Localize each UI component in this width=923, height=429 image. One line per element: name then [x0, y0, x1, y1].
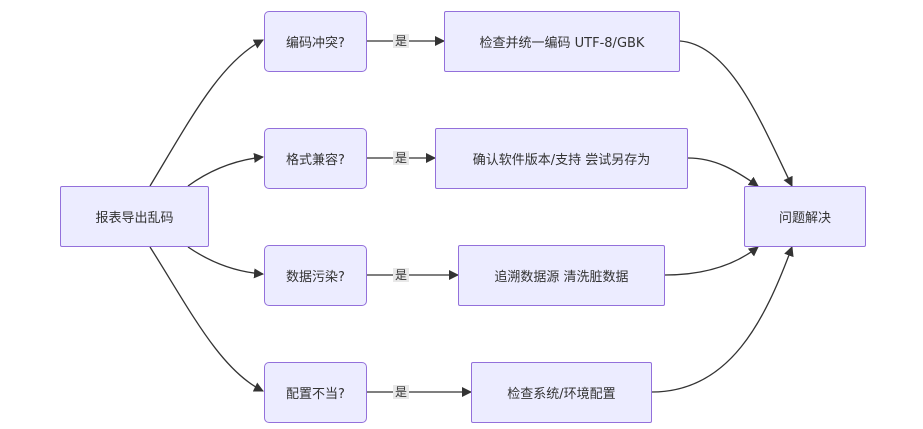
end-node: 问题解决	[744, 186, 866, 247]
action-node-label: 检查系统/环境配置	[507, 387, 616, 402]
cause-node-encoding: 编码冲突?	[264, 11, 367, 72]
edge-start-to-cause-2	[187, 152, 264, 187]
edge-action-1-to-end	[679, 40, 793, 187]
cause-node-format: 格式兼容?	[264, 128, 367, 189]
start-node: 报表导出乱码	[60, 186, 209, 247]
action-node-encoding: 检查并统一编码 UTF-8/GBK	[444, 11, 680, 72]
cause-node-label: 配置不当?	[286, 387, 345, 402]
start-node-label: 报表导出乱码	[95, 211, 174, 226]
cause-node-config: 配置不当?	[264, 362, 367, 423]
edge-label-yes-1: 是	[393, 34, 410, 48]
cause-node-label: 格式兼容?	[286, 153, 345, 168]
edge-start-to-cause-1	[149, 39, 264, 187]
edge-start-to-cause-3	[187, 246, 264, 279]
end-node-label: 问题解决	[778, 211, 831, 226]
edge-label-yes-4: 是	[393, 385, 410, 399]
cause-node-data: 数据污染?	[264, 245, 367, 306]
action-node-format: 确认软件版本/支持 尝试另存为	[435, 128, 688, 189]
edge-action-3-to-end	[664, 246, 759, 276]
edge-action-2-to-end	[687, 157, 759, 187]
edge-label-yes-2: 是	[393, 151, 410, 165]
edge-action-4-to-end	[651, 246, 794, 393]
cause-node-label: 数据污染?	[286, 270, 345, 285]
cause-node-label: 编码冲突?	[286, 36, 345, 51]
action-node-label: 追溯数据源 清洗脏数据	[494, 270, 629, 285]
action-node-config: 检查系统/环境配置	[471, 362, 652, 423]
action-node-label: 检查并统一编码 UTF-8/GBK	[479, 36, 645, 51]
edge-start-to-cause-4	[149, 246, 264, 392]
edge-label-yes-3: 是	[393, 268, 410, 282]
action-node-data: 追溯数据源 清洗脏数据	[458, 245, 665, 306]
action-node-label: 确认软件版本/支持 尝试另存为	[472, 153, 651, 168]
